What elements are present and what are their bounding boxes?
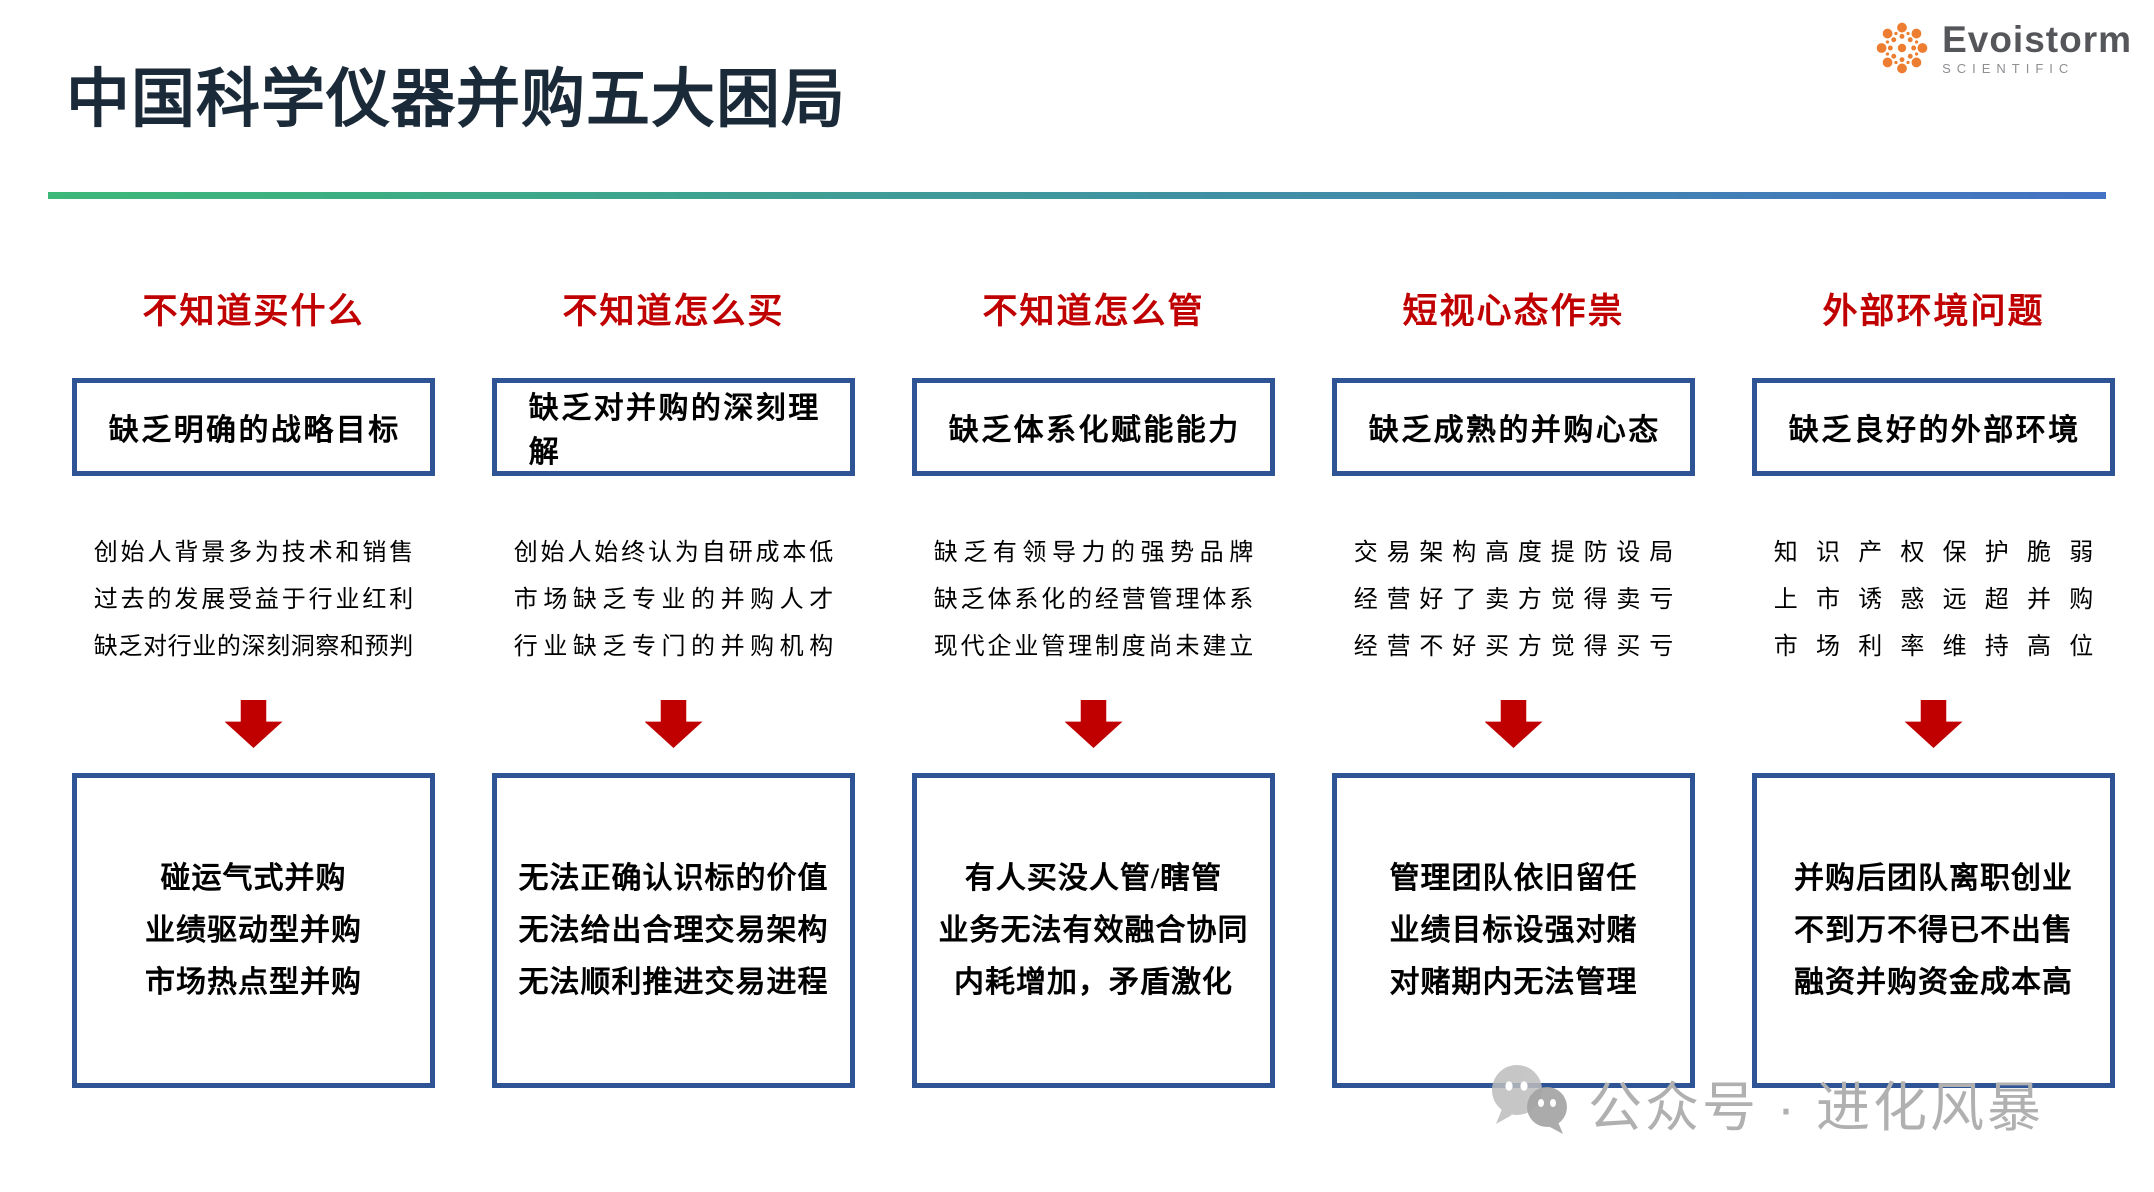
cause-line: 经营好了卖方觉得卖亏 <box>1353 587 1674 613</box>
problem-label: 缺乏对并购的深刻理解 <box>528 392 819 469</box>
watermark-text: 公众号 · 进化风暴 <box>1588 1078 2044 1138</box>
consequence-line: 业务无法有效融合协同 <box>938 913 1249 947</box>
problem-label: 缺乏体系化赋能能力 <box>948 414 1239 447</box>
logo-subtitle: SCIENTIFIC <box>1942 60 2075 76</box>
pillar-header: 外部环境问题 <box>1822 292 2045 331</box>
title-divider <box>48 192 2106 199</box>
problem-label: 缺乏成熟的并购心态 <box>1368 414 1659 447</box>
starburst-logo-svg <box>1876 22 1928 74</box>
causes-list: 知识产权保护脆弱 上市诱惑远超并购 市场利率维持高位 <box>1752 530 2115 671</box>
cause-line: 创始人背景多为技术和销售 <box>93 540 414 566</box>
cause-line: 缺乏对行业的深刻洞察和预判 <box>93 634 414 660</box>
cause-line: 交易架构高度提防设局 <box>1353 540 1674 566</box>
pillar-header: 不知道怎么买 <box>562 292 785 331</box>
watermark: 公众号 · 进化风暴 <box>1490 1062 2044 1143</box>
causes-list: 创始人始终认为自研成本低 市场缺乏专业的并购人才 行业缺乏专门的并购机构 <box>492 530 855 671</box>
down-arrow-icon <box>1064 700 1123 748</box>
pillar-column: 不知道怎么买 缺乏对并购的深刻理解 创始人始终认为自研成本低 市场缺乏专业的并购… <box>492 283 855 1088</box>
page-title: 中国科学仪器并购五大困局 <box>66 64 846 135</box>
problem-box: 缺乏成熟的并购心态 <box>1332 378 1695 476</box>
problem-box: 缺乏体系化赋能能力 <box>912 378 1275 476</box>
cause-line: 市场缺乏专业的并购人才 <box>513 587 834 613</box>
consequence-line: 业绩驱动型并购 <box>145 913 362 947</box>
causes-list: 缺乏有领导力的强势品牌 缺乏体系化的经营管理体系 现代企业管理制度尚未建立 <box>912 530 1275 671</box>
consequence-box: 管理团队依旧留任 业绩目标设强对赌 对赌期内无法管理 <box>1332 773 1695 1088</box>
consequence-line: 并购后团队离职创业 <box>1794 861 2073 895</box>
starburst-logo-icon <box>1874 20 1930 76</box>
pillar-header: 不知道怎么管 <box>982 292 1205 331</box>
logo-text-block: Evoistorm SCIENTIFIC <box>1942 21 2132 76</box>
consequence-box: 有人买没人管/瞎管 业务无法有效融合协同 内耗增加，矛盾激化 <box>912 773 1275 1088</box>
problem-box: 缺乏对并购的深刻理解 <box>492 378 855 476</box>
consequence-line: 市场热点型并购 <box>145 965 362 999</box>
pillar-column: 不知道买什么 缺乏明确的战略目标 创始人背景多为技术和销售 过去的发展受益于行业… <box>72 283 435 1088</box>
cause-line: 缺乏有领导力的强势品牌 <box>933 540 1254 566</box>
consequence-line: 不到万不得已不出售 <box>1794 913 2073 947</box>
consequence-box: 并购后团队离职创业 不到万不得已不出售 融资并购资金成本高 <box>1752 773 2115 1088</box>
cause-line: 行业缺乏专门的并购机构 <box>513 634 834 660</box>
down-arrow-icon <box>224 700 283 748</box>
down-arrow-icon <box>1484 700 1543 748</box>
down-arrow-icon <box>1904 700 1963 748</box>
pillar-header: 不知道买什么 <box>142 292 365 331</box>
down-arrow-icon <box>644 700 703 748</box>
consequence-box: 碰运气式并购 业绩驱动型并购 市场热点型并购 <box>72 773 435 1088</box>
evoistorm-logo: Evoistorm SCIENTIFIC <box>1874 20 2132 76</box>
logo-name: Evoistorm <box>1942 18 2132 60</box>
causes-list: 交易架构高度提防设局 经营好了卖方觉得卖亏 经营不好买方觉得买亏 <box>1332 530 1695 671</box>
cause-line: 上市诱惑远超并购 <box>1773 587 2094 613</box>
cause-line: 现代企业管理制度尚未建立 <box>933 634 1254 660</box>
wechat-icon <box>1490 1062 1574 1143</box>
cause-line: 创始人始终认为自研成本低 <box>513 540 834 566</box>
pillar-column: 不知道怎么管 缺乏体系化赋能能力 缺乏有领导力的强势品牌 缺乏体系化的经营管理体… <box>912 283 1275 1088</box>
problem-box: 缺乏良好的外部环境 <box>1752 378 2115 476</box>
cause-line: 市场利率维持高位 <box>1773 634 2094 660</box>
cause-line: 知识产权保护脆弱 <box>1773 540 2094 566</box>
consequence-line: 管理团队依旧留任 <box>1389 861 1638 895</box>
consequence-line: 有人买没人管/瞎管 <box>964 861 1223 895</box>
consequence-line: 对赌期内无法管理 <box>1389 965 1638 999</box>
consequence-line: 无法正确认识标的价值 <box>518 861 829 895</box>
consequence-line: 无法顺利推进交易进程 <box>518 965 829 999</box>
pillar-column: 外部环境问题 缺乏良好的外部环境 知识产权保护脆弱 上市诱惑远超并购 市场利率维… <box>1752 283 2115 1088</box>
consequence-line: 融资并购资金成本高 <box>1794 965 2073 999</box>
cause-line: 过去的发展受益于行业红利 <box>93 587 414 613</box>
consequence-box: 无法正确认识标的价值 无法给出合理交易架构 无法顺利推进交易进程 <box>492 773 855 1088</box>
pillar-column: 短视心态作祟 缺乏成熟的并购心态 交易架构高度提防设局 经营好了卖方觉得卖亏 经… <box>1332 283 1695 1088</box>
columns: 不知道买什么 缺乏明确的战略目标 创始人背景多为技术和销售 过去的发展受益于行业… <box>72 283 2115 1088</box>
problem-label: 缺乏良好的外部环境 <box>1788 414 2079 447</box>
consequence-line: 内耗增加，矛盾激化 <box>954 965 1233 999</box>
consequence-line: 业绩目标设强对赌 <box>1389 913 1638 947</box>
problem-label: 缺乏明确的战略目标 <box>108 414 399 447</box>
consequence-line: 无法给出合理交易架构 <box>518 913 829 947</box>
cause-line: 缺乏体系化的经营管理体系 <box>933 587 1254 613</box>
pillar-header: 短视心态作祟 <box>1402 292 1625 331</box>
cause-line: 经营不好买方觉得买亏 <box>1353 634 1674 660</box>
causes-list: 创始人背景多为技术和销售 过去的发展受益于行业红利 缺乏对行业的深刻洞察和预判 <box>72 530 435 671</box>
problem-box: 缺乏明确的战略目标 <box>72 378 435 476</box>
consequence-line: 碰运气式并购 <box>160 861 347 895</box>
